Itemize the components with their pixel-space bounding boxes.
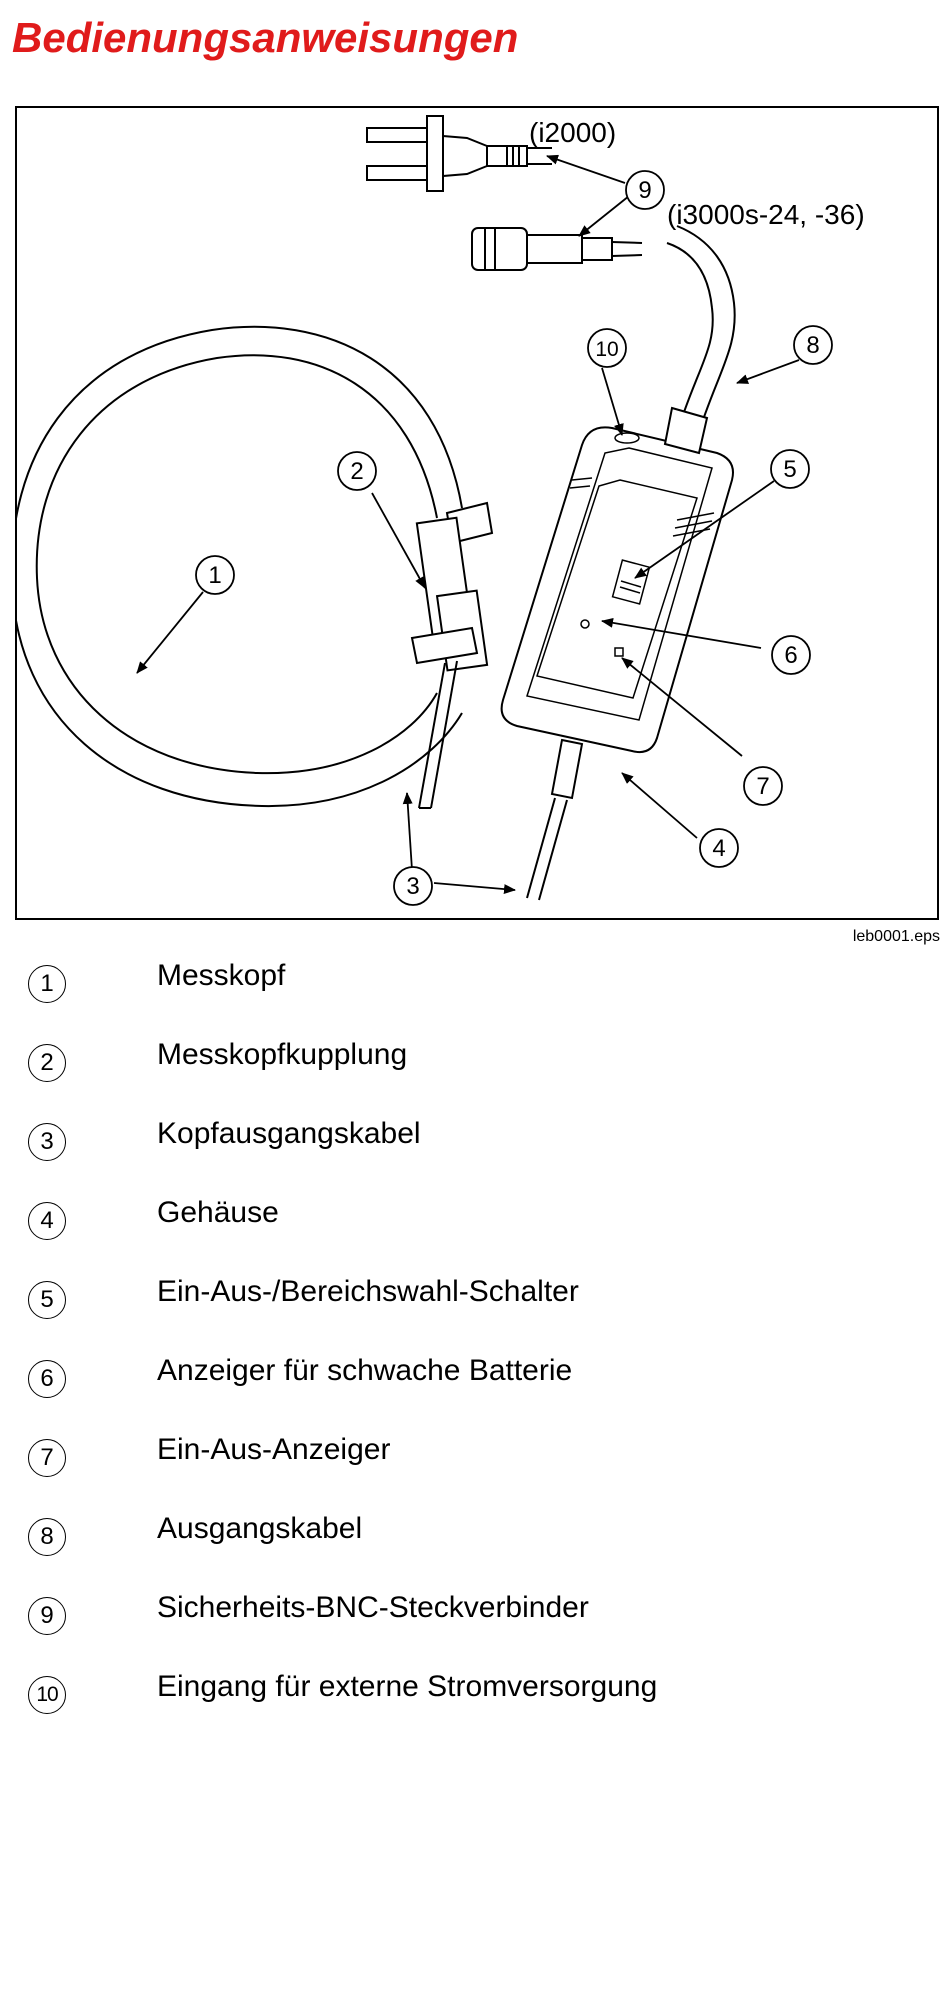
legend-item: 2 Messkopfkupplung [0,1034,950,1113]
callout-arrows [136,154,800,895]
legend-number: 7 [28,1439,66,1477]
legend-number: 8 [28,1518,66,1556]
legend-number: 5 [28,1281,66,1319]
callout-5: 5 [783,456,796,483]
product-illustration: (i2000) (i3000s-24, -36) [15,106,939,920]
callout-2: 2 [350,458,363,485]
plug-connector-i2000 [366,115,552,192]
model-label-i2000: (i2000) [529,117,616,148]
measuring-head-loop [17,325,463,808]
legend-label: Ein-Aus-/Bereichswahl-Schalter [157,1275,579,1308]
legend-label: Gehäuse [157,1196,279,1229]
callout-9: 9 [638,177,651,204]
legend-item: 1 Messkopf [0,955,950,1034]
current-probe-diagram: (i2000) (i3000s-24, -36) [17,115,865,906]
legend-item: 8 Ausgangskabel [0,1508,950,1587]
legend-label: Anzeiger für schwache Batterie [157,1354,573,1387]
legend-number: 10 [28,1676,66,1714]
legend-number: 6 [28,1360,66,1398]
callout-7: 7 [756,773,769,800]
callout-1: 1 [208,562,221,589]
legend-label: Messkopf [157,959,286,992]
legend-label: Eingang für externe Stromversorgung [157,1670,658,1703]
legend-label: Kopfausgangskabel [157,1117,421,1150]
page-title: Bedienungsanweisungen [12,14,519,61]
callout-10: 10 [595,338,618,361]
model-label-i3000s: (i3000s-24, -36) [667,199,865,230]
housing [500,426,734,901]
legend-item: 3 Kopfausgangskabel [0,1113,950,1192]
output-cable [663,225,736,455]
legend-number: 1 [28,965,66,1003]
callout-4: 4 [712,835,725,862]
legend-label: Ein-Aus-Anzeiger [157,1433,391,1466]
legend-number: 2 [28,1044,66,1082]
head-output-cable [418,660,458,809]
figure-caption: leb0001.eps [852,928,940,945]
legend-label: Ausgangskabel [157,1512,363,1545]
legend-number: 4 [28,1202,66,1240]
legend-number: 3 [28,1123,66,1161]
legend-item: 6 Anzeiger für schwache Batterie [0,1350,950,1429]
legend-number: 9 [28,1597,66,1635]
legend-label: Sicherheits-BNC-Steckverbinder [157,1591,589,1624]
callout-8: 8 [806,332,819,359]
legend-label: Messkopfkupplung [157,1038,408,1071]
callout-6: 6 [784,642,797,669]
probe-coupling [410,501,494,672]
bnc-connector-i3000s [471,227,643,271]
callout-markers [195,170,833,906]
legend-item: 5 Ein-Aus-/Bereichswahl-Schalter [0,1271,950,1350]
legend-list: 1 Messkopf 2 Messkopfkupplung 3 Kopfausg… [0,955,950,1745]
legend-item: 10 Eingang für externe Stromversorgung [0,1666,950,1745]
legend-item: 7 Ein-Aus-Anzeiger [0,1429,950,1508]
legend-item: 4 Gehäuse [0,1192,950,1271]
legend-item: 9 Sicherheits-BNC-Steckverbinder [0,1587,950,1666]
callout-3: 3 [406,873,419,900]
